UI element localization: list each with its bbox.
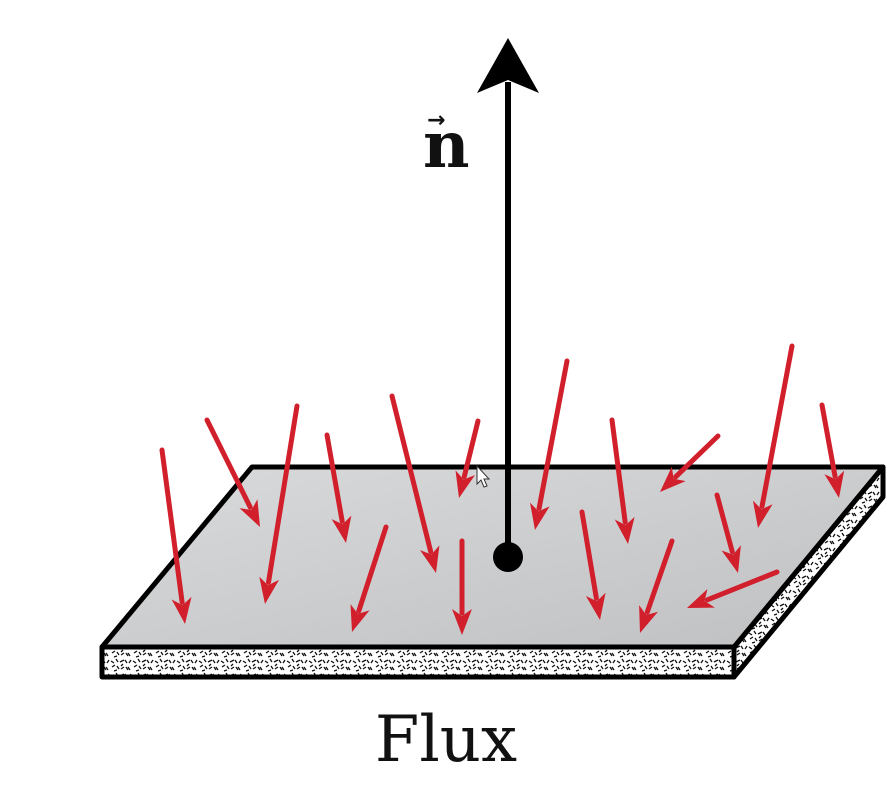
field-arrow (204, 417, 260, 527)
field-arrow-shaft (324, 432, 345, 524)
field-arrow-head (639, 605, 658, 633)
field-arrow-head (721, 545, 741, 573)
surface-top (99, 464, 886, 650)
field-arrow (452, 538, 472, 635)
field-arrow-shaft (644, 538, 675, 615)
field-arrow (324, 432, 352, 543)
field-arrow-shaft (759, 343, 795, 509)
field-arrow-shaft (159, 447, 185, 605)
field-arrow-shaft (673, 433, 721, 480)
field-arrow-head (687, 589, 715, 608)
field-arrow-shaft (389, 393, 434, 555)
field-arrow-head (752, 500, 773, 528)
field-arrow-head (420, 545, 440, 573)
slab-front-face (99, 644, 737, 680)
field-arrow (389, 393, 440, 573)
field-arrow-shaft (579, 509, 599, 601)
normal-symbol: n (423, 108, 470, 183)
field-arrow (639, 538, 675, 633)
field-arrow (259, 403, 300, 604)
field-arrow-head (452, 609, 472, 635)
field-arrow-head (350, 604, 370, 632)
field-arrow-head (239, 499, 260, 527)
field-arrow-shaft (536, 358, 570, 511)
field-arrows (159, 343, 845, 635)
field-arrow-shaft (819, 402, 838, 479)
field-arrow (687, 569, 780, 608)
normal-vector-label: → n (423, 108, 473, 188)
field-arrow-head (614, 516, 635, 544)
field-arrow-head (259, 576, 280, 604)
field-arrow-head (660, 466, 686, 492)
normal-vector-origin (493, 542, 523, 572)
field-arrow-head (331, 515, 352, 543)
field-arrow (752, 343, 795, 528)
field-arrow-shaft (461, 418, 481, 480)
field-arrow (530, 358, 570, 530)
field-arrow-head (824, 470, 845, 498)
field-arrow-head (585, 592, 606, 620)
mouse-cursor-icon (476, 464, 491, 488)
field-arrow (660, 433, 721, 492)
normal-vector-head (477, 38, 539, 93)
field-arrow (819, 402, 845, 498)
field-arrow (609, 417, 635, 544)
field-arrow (714, 492, 741, 573)
field-arrow-shaft (266, 403, 300, 585)
vector-arrow-mark: → (427, 108, 446, 133)
field-arrow-head (530, 502, 550, 530)
field-arrow (455, 418, 481, 498)
field-arrow (350, 524, 389, 632)
field-arrow-shaft (204, 417, 253, 510)
field-arrow-shaft (356, 524, 389, 614)
field-arrow-shaft (714, 492, 735, 555)
field-arrow-head (455, 470, 475, 498)
field-arrow-shaft (704, 569, 780, 603)
field-arrow-head (171, 596, 192, 624)
field-arrow (579, 509, 606, 620)
diagram-caption: Flux (374, 703, 518, 777)
normal-vector (477, 38, 539, 572)
field-arrow (159, 447, 192, 624)
field-arrow-shaft (609, 417, 628, 525)
